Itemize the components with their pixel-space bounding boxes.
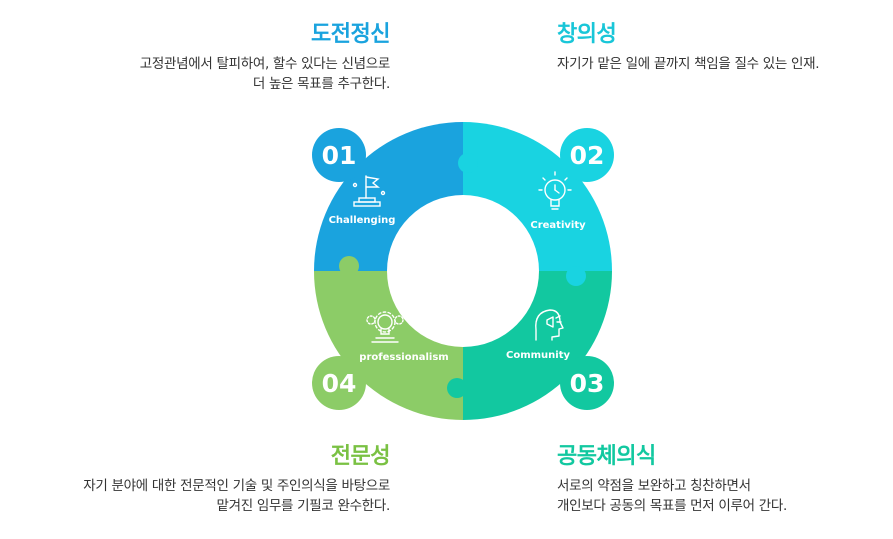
head-megaphone-icon (535, 309, 564, 341)
title-community: 공동체의식 (557, 444, 656, 469)
label-community: Community (506, 350, 570, 361)
label-creativity: Creativity (530, 220, 586, 231)
number-02: 02 (570, 141, 605, 170)
title-creativity: 창의성 (557, 22, 617, 47)
segment-community (463, 266, 614, 420)
number-04: 04 (322, 369, 357, 398)
desc-creativity: 자기가 맡은 일에 끝까지 책임을 질수 있는 인재. (557, 56, 820, 72)
label-challenging: Challenging (329, 215, 396, 226)
bulb-gears-icon (366, 311, 404, 343)
number-03: 03 (570, 369, 605, 398)
title-challenging: 도전정신 (311, 22, 390, 47)
segment-challenging (312, 122, 463, 276)
item-creativity-text: 창의성 자기가 맡은 일에 끝까지 책임을 질수 있는 인재. (557, 16, 820, 74)
flag-podium-icon (352, 175, 386, 207)
number-01: 01 (322, 141, 357, 170)
segment-professionalism (312, 271, 467, 420)
title-professionalism: 전문성 (330, 444, 391, 469)
lightbulb-icon (538, 171, 572, 210)
segment-creativity (458, 122, 614, 271)
label-professionalism: professionalism (359, 352, 448, 363)
